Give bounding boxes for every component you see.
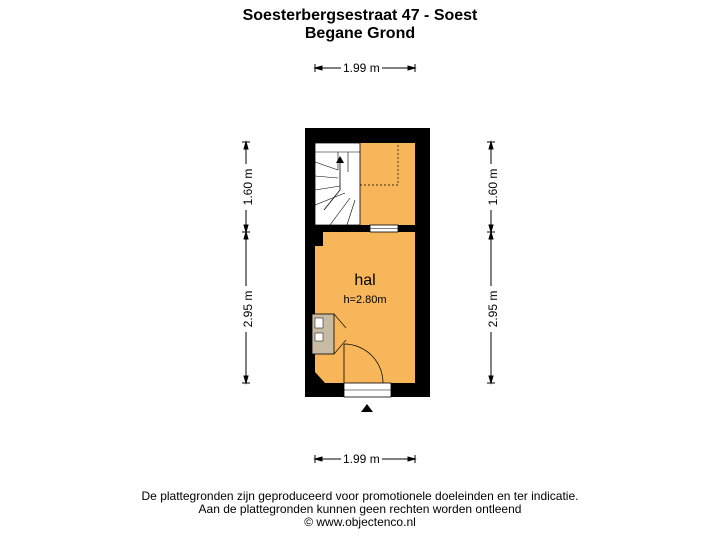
front-door bbox=[343, 343, 392, 398]
top-width-label: 1.99 m bbox=[341, 61, 382, 75]
floor-title: Begane Grond bbox=[304, 25, 416, 42]
hall-floor bbox=[315, 232, 415, 383]
meter-cabinet bbox=[311, 313, 347, 355]
address-title: Soesterbergsestraat 47 - Soest bbox=[242, 7, 478, 24]
footer-disclaimer-1: De plattegronden zijn geproduceerd voor … bbox=[141, 489, 579, 503]
room-height-hal: h=2.80m bbox=[343, 294, 387, 306]
footer-disclaimer-2: Aan de plattegronden kunnen geen rechten… bbox=[198, 502, 522, 516]
right-upper-height-label: 1.60 m bbox=[486, 164, 500, 210]
entrance-arrow-icon bbox=[361, 404, 373, 412]
left-lower-height-label: 2.95 m bbox=[241, 286, 255, 332]
right-lower-height-label: 2.95 m bbox=[486, 286, 500, 332]
staircase bbox=[314, 142, 399, 226]
left-upper-height-label: 1.60 m bbox=[241, 164, 255, 210]
bottom-width-label: 1.99 m bbox=[341, 452, 382, 466]
room-name-hal: hal bbox=[354, 272, 376, 289]
footer-copyright: © www.objectenco.nl bbox=[304, 515, 416, 529]
interior-wall bbox=[315, 225, 415, 232]
